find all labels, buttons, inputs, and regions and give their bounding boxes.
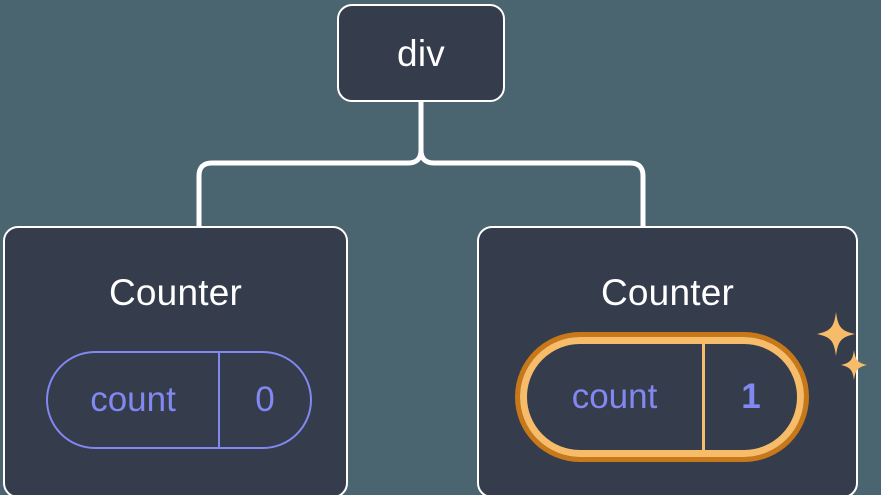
node-div-label: div	[397, 32, 445, 74]
sparkle-icon-small	[841, 350, 867, 380]
state-pill-count-left[interactable]: count 0	[46, 351, 312, 449]
node-div[interactable]: div	[337, 4, 505, 102]
state-value-label: 1	[741, 377, 761, 416]
node-counter-left[interactable]: Counter count 0	[3, 226, 348, 495]
node-counter-right[interactable]: Counter count 1	[477, 226, 867, 495]
sparkle-group	[817, 312, 867, 380]
state-pill-count-right[interactable]: count 1	[520, 337, 804, 457]
node-counter-right-label: Counter	[600, 272, 735, 313]
sparkle-icon-large	[817, 312, 855, 356]
state-key-label: count	[527, 344, 705, 450]
node-counter-left-label: Counter	[108, 272, 243, 313]
state-key-label: count	[48, 353, 220, 447]
state-value-label: 0	[255, 380, 275, 419]
